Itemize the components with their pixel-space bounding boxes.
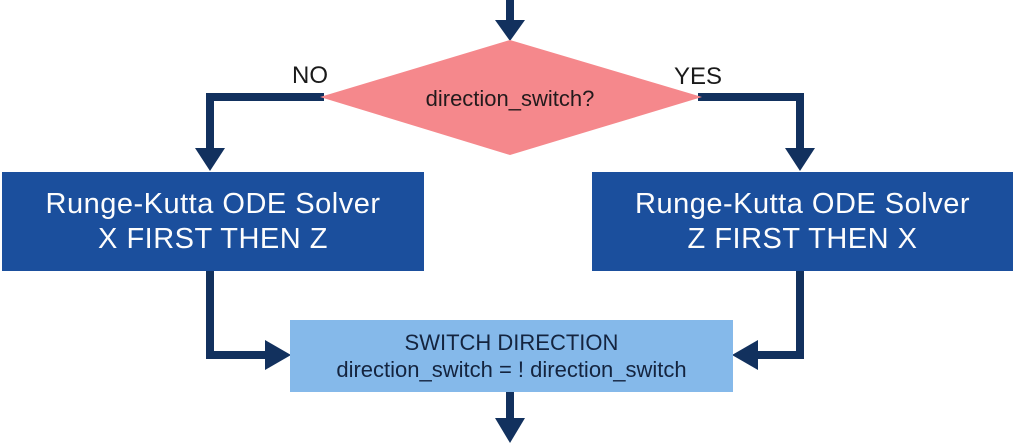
- process-box-z-first: Runge-Kutta ODE Solver Z FIRST THEN X: [592, 172, 1013, 271]
- arrowhead-right-to-switch: [732, 340, 758, 370]
- arrowhead-into-decision: [495, 20, 525, 41]
- process-box-z-first-line2: Z FIRST THEN X: [687, 222, 918, 255]
- arrowhead-group: [195, 20, 815, 443]
- arrowhead-yes-branch: [785, 148, 815, 171]
- switch-direction-box-line1: SWITCH DIRECTION: [404, 330, 619, 355]
- arrow-yes-branch-line: [698, 93, 804, 154]
- arrowhead-no-branch: [195, 148, 225, 171]
- arrow-right-to-switch-line: [751, 267, 804, 359]
- switch-direction-box: SWITCH DIRECTION direction_switch = ! di…: [290, 320, 733, 392]
- decision-diamond: [320, 40, 702, 155]
- branch-label-no: NO: [283, 62, 337, 90]
- arrowhead-left-to-switch: [265, 340, 291, 370]
- arrowhead-out-of-switch: [495, 418, 525, 443]
- process-box-z-first-line1: Runge-Kutta ODE Solver: [635, 187, 970, 220]
- process-box-x-first-line1: Runge-Kutta ODE Solver: [45, 187, 381, 220]
- arrow-no-branch-line: [206, 93, 324, 154]
- arrow-group: [206, 0, 804, 424]
- decision-label-text: direction_switch?: [425, 86, 595, 111]
- process-box-x-first-line2: X FIRST THEN Z: [98, 222, 328, 255]
- switch-direction-box-line2: direction_switch = ! direction_switch: [336, 357, 687, 382]
- arrow-left-to-switch-line: [206, 267, 272, 359]
- branch-label-no-text: NO: [292, 62, 328, 89]
- process-box-x-first: Runge-Kutta ODE Solver X FIRST THEN Z: [2, 172, 424, 271]
- branch-label-yes: YES: [668, 63, 728, 91]
- decision-label: direction_switch?: [385, 85, 635, 113]
- branch-label-yes-text: YES: [673, 63, 723, 90]
